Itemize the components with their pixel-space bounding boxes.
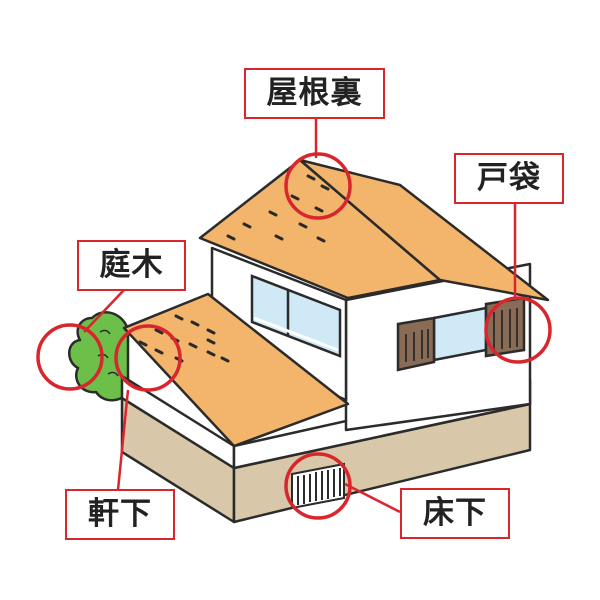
main-roof [198, 158, 550, 302]
label-shutter-box-text: 戸袋 [477, 160, 541, 196]
eaves-circle [114, 324, 182, 392]
label-under-eaves: 軒下 [65, 489, 175, 540]
label-under-floor-text: 床下 [423, 495, 487, 531]
label-under-eaves-text: 軒下 [88, 496, 152, 532]
underfloor-vent [291, 462, 345, 510]
left-shutter [396, 316, 436, 372]
leader-lines [83, 118, 517, 514]
side-window [432, 306, 488, 362]
label-attic: 屋根裏 [244, 68, 385, 119]
upper-window [250, 274, 342, 358]
label-under-floor: 床下 [400, 488, 510, 539]
attic-circle [284, 152, 352, 220]
label-shutter-box: 戸袋 [454, 153, 564, 204]
label-attic-text: 屋根裏 [266, 75, 363, 111]
underfloor-circle [284, 452, 352, 520]
tree-circle [36, 323, 104, 391]
label-garden-tree: 庭木 [77, 240, 186, 291]
shutter-box-circle [484, 296, 552, 364]
label-garden-tree-text: 庭木 [99, 247, 164, 283]
highlight-circles [36, 152, 552, 520]
